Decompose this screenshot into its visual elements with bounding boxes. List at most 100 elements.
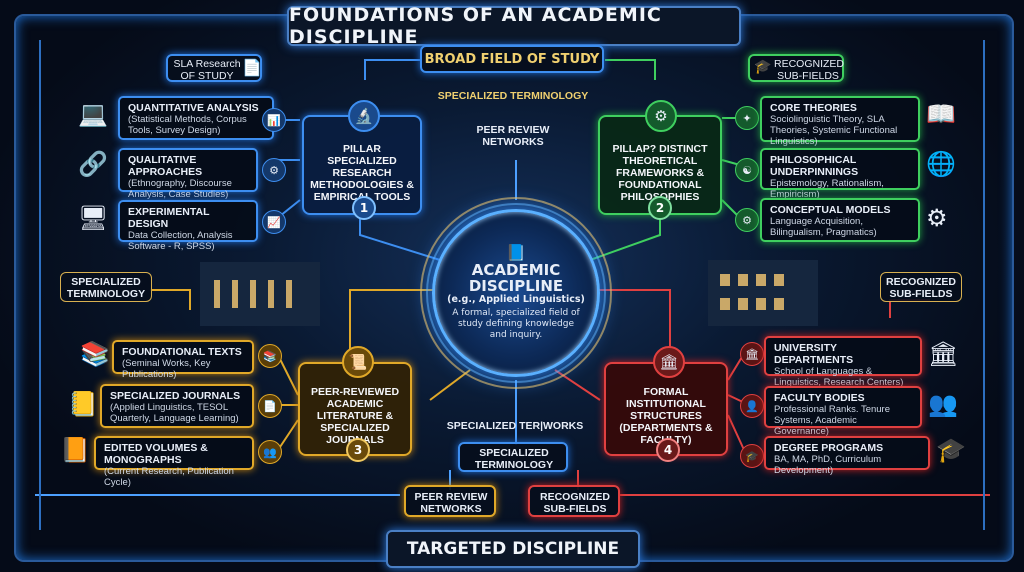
item-faculty-bodies: FACULTY BODIES Professional Ranks. Tenur…	[764, 386, 922, 437]
model-icon: ⚙	[735, 208, 759, 232]
building-icon: 🏛	[653, 346, 685, 378]
item-qualitative-text: (Ethnography, Discourse Analysis, Case S…	[128, 178, 232, 200]
microscope-icon: 🔬	[348, 100, 380, 132]
item-departments-heading: UNIVERSITY DEPARTMENTS	[774, 342, 854, 366]
specialized-terminology-left-box: SPECIALIZED TERMINOLOGY	[60, 272, 152, 302]
footer-title: TARGETED DISCIPLINE	[406, 539, 620, 559]
book-stack-icon: 📚	[258, 344, 282, 368]
philosophy-icon: ☯	[735, 158, 759, 182]
item-core-theories-heading: CORE THEORIES	[770, 102, 857, 114]
item-edited-heading: EDITED VOLUMES & MONOGRAPHS	[104, 442, 208, 466]
faculty-group-icon: 👥	[928, 390, 958, 418]
item-departments-text: School of Languages & Linguistics, Resea…	[774, 366, 904, 388]
document-icon: 📄	[242, 58, 262, 77]
item-philosophical-heading: PHILOSOPHICAL UNDERPINNINGS	[770, 154, 859, 178]
recognized-top-label: RECOGNIZED SUB-FIELDS	[774, 58, 845, 82]
item-experimental-text: Data Collection, Analysis Software - R, …	[128, 230, 233, 252]
recognized-right-box: RECOGNIZED SUB-FIELDS	[880, 272, 962, 302]
peer-review-bottom-box: PEER REVIEW NETWORKS	[404, 485, 496, 517]
pillar-3-title: PEER-REVIEWED ACADEMIC LITERATURE & SPEC…	[310, 386, 400, 446]
item-foundational-texts: FOUNDATIONAL TEXTS (Seminal Works, Key P…	[112, 340, 254, 380]
people-icon: 👥	[258, 440, 282, 464]
item-degree-text: BA, MA, PhD, Curriculum Development)	[774, 454, 882, 476]
item-quantitative-text: (Statistical Methods, Corpus Tools, Surv…	[128, 114, 247, 136]
specialized-terminology-top: SPECIALIZED TERMINOLOGY	[437, 90, 589, 102]
monograph-icon: 📙	[60, 436, 90, 464]
item-specialized-journals: SPECIALIZED JOURNALS (Applied Linguistic…	[100, 384, 254, 428]
theory-icon: ✦	[735, 106, 759, 130]
specialized-terminology-bottom-label: SPECIALIZED TERMINOLOGY	[474, 447, 554, 471]
item-faculty-heading: FACULTY BODIES	[774, 392, 865, 404]
item-quantitative-heading: QUANTITATIVE ANALYSIS	[128, 102, 259, 114]
item-edited-text: (Current Research, Publication Cycle)	[104, 466, 234, 488]
sla-research-box: SLA Research OF STUDY 📄	[166, 54, 262, 82]
building-left-silhouette	[200, 262, 320, 326]
item-core-theories: CORE THEORIES Sociolinguistic Theory, SL…	[760, 96, 920, 147]
journal-icon: 📄	[258, 394, 282, 418]
item-university-departments: UNIVERSITY DEPARTMENTS School of Languag…	[764, 336, 922, 388]
item-degree-heading: DEGREE PROGRAMS	[774, 442, 884, 454]
item-qualitative-heading: QUALITATIVE APPROACHES	[128, 154, 203, 178]
item-journals-heading: SPECIALIZED JOURNALS	[110, 390, 241, 402]
faculty-icon: 👤	[740, 394, 764, 418]
item-conceptual-text: Language Acquisition, Bilingualism, Prag…	[770, 216, 877, 238]
monitor-icon: 🖥	[78, 204, 109, 232]
gear-brain-icon: ⚙	[645, 100, 677, 132]
item-conceptual-heading: CONCEPTUAL MODELS	[770, 204, 891, 216]
graduation-icon: 🎓	[936, 436, 966, 464]
pillar-4-title: FORMAL INSTITUTIONAL STRUCTURES (DEPARTM…	[619, 386, 713, 446]
item-foundational-text: (Seminal Works, Key Publications)	[122, 358, 211, 380]
title-bar: FOUNDATIONS OF AN ACADEMIC DISCIPLINE	[287, 4, 741, 48]
books-icon: 📚	[80, 340, 110, 368]
network-icon: ⚙	[262, 158, 286, 182]
university-building-icon: 🏛	[928, 340, 959, 368]
open-book-icon: 📖	[926, 100, 956, 128]
item-foundational-heading: FOUNDATIONAL TEXTS	[122, 346, 242, 358]
peer-review-bottom-label: PEER REVIEW NETWORKS	[414, 491, 488, 515]
recognized-bottom-label: RECOGNIZED SUB-FIELDS	[539, 491, 610, 515]
broad-field-label: BROAD FIELD OF STUDY	[424, 51, 600, 67]
pillar-1-number: 1	[352, 196, 376, 220]
item-philosophical-underpinnings: PHILOSOPHICAL UNDERPINNINGS Epistemology…	[760, 148, 920, 200]
center-subtitle: (e.g., Applied Linguistics)	[447, 294, 585, 305]
pillar-2-number: 2	[648, 196, 672, 220]
specialized-terminology-bottom-box: SPECIALIZED TERMINOLOGY	[458, 442, 568, 472]
item-quantitative-analysis: QUANTITATIVE ANALYSIS (Statistical Metho…	[118, 96, 274, 140]
peer-review-top: PEER REVIEW NETWORKS	[476, 124, 550, 148]
item-degree-programs: DEGREE PROGRAMS BA, MA, PhD, Curriculum …	[764, 436, 930, 476]
item-experimental-heading: EXPERIMENTAL DESIGN	[128, 206, 210, 230]
page-title: FOUNDATIONS OF AN ACADEMIC DISCIPLINE	[289, 4, 662, 48]
pillar-2-title: PILLAP? DISTINCT THEORETICAL FRAMEWORKS …	[612, 143, 708, 203]
specialized-terworks-label: SPECIALIZED TER|WORKS	[446, 420, 584, 432]
item-experimental-design: EXPERIMENTAL DESIGN Data Collection, Ana…	[118, 200, 258, 252]
footer-bar: TARGETED DISCIPLINE	[386, 530, 640, 568]
pillar-1-title: PILLAR SPECIALIZED RESEARCH METHODOLOGIE…	[310, 143, 414, 203]
broad-field-box: BROAD FIELD OF STUDY	[420, 45, 604, 73]
analysis-icon: 📈	[262, 210, 286, 234]
department-icon: 🏛	[740, 342, 764, 366]
degree-icon: 🎓	[740, 444, 764, 468]
center-core: 📘 ACADEMIC DISCIPLINE (e.g., Applied Lin…	[432, 209, 600, 377]
molecule-icon: 🔗	[78, 150, 108, 178]
book-icon: 📘	[506, 243, 526, 262]
center-ring-inner	[426, 203, 606, 383]
gear-chart-icon: ⚙	[926, 204, 948, 232]
item-faculty-text: Professional Ranks. Tenure Systems, Acad…	[774, 404, 890, 437]
specialized-terminology-left-label: SPECIALIZED TERMINOLOGY	[66, 276, 146, 300]
sla-research-label: SLA Research OF STUDY	[173, 58, 241, 82]
item-core-theories-text: Sociolinguistic Theory, SLA Theories, Sy…	[770, 114, 898, 147]
laptop-chart-icon: 💻	[78, 100, 108, 128]
item-qualitative-approaches: QUALITATIVE APPROACHES (Ethnography, Dis…	[118, 148, 258, 200]
item-journals-text: (Applied Linguistics, TESOL Quarterly, L…	[110, 402, 239, 424]
center-ring-outer	[420, 197, 612, 389]
center-description: A formal, specialized field of study def…	[452, 308, 580, 340]
globe-icon: 🌐	[926, 150, 956, 178]
pillar-4-number: 4	[656, 438, 680, 462]
recognized-top-box: 🎓 RECOGNIZED SUB-FIELDS	[748, 54, 844, 82]
recognized-bottom-box: RECOGNIZED SUB-FIELDS	[528, 485, 620, 517]
chart-icon: 📊	[262, 108, 286, 132]
recognized-right-label: RECOGNIZED SUB-FIELDS	[885, 276, 956, 300]
center-title-1: ACADEMIC	[471, 261, 561, 279]
